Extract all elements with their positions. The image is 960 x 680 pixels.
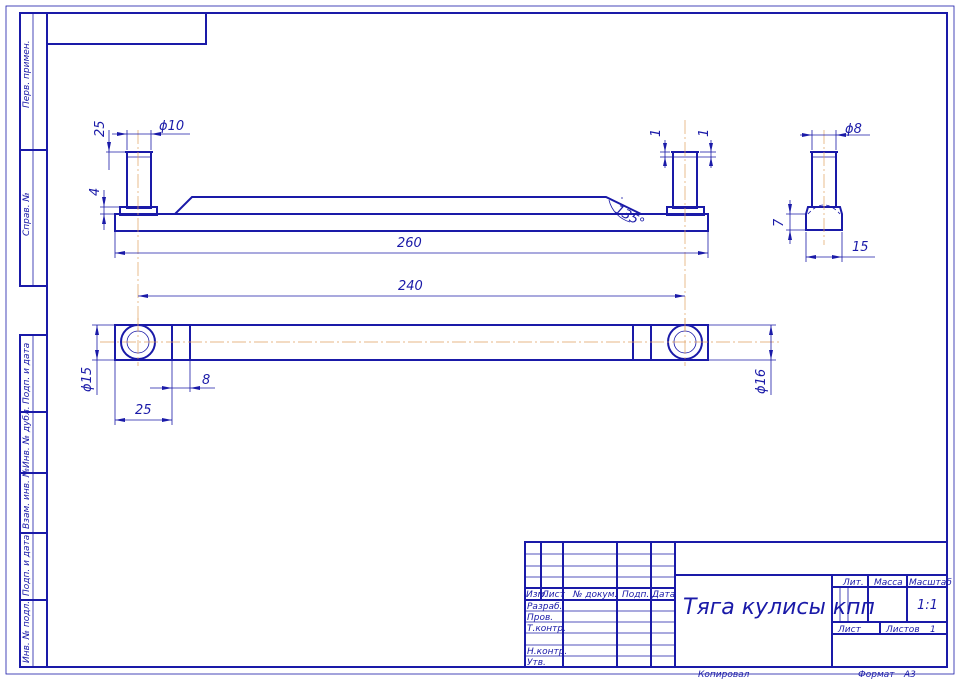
tb-role-nkontr: Н.контр. bbox=[527, 647, 567, 657]
front-dimensions bbox=[100, 130, 716, 298]
tb-header-list: Лист bbox=[541, 590, 566, 600]
side-label-vzam-inv: Взам. инв. № bbox=[22, 468, 32, 529]
dim-base-height: 4 bbox=[88, 188, 103, 196]
tb-header-doc-no: № докум. bbox=[572, 590, 617, 600]
front-view bbox=[114, 120, 709, 330]
side-label-inv-dubl: Инв. № дубл. bbox=[22, 406, 32, 468]
left-side-column bbox=[19, 12, 48, 668]
dim-boss-width: 8 bbox=[202, 373, 210, 388]
tb-copied: Копировал bbox=[698, 670, 750, 680]
dim-center-distance: 240 bbox=[398, 279, 423, 294]
top-left-box bbox=[46, 12, 207, 45]
tb-header-podp: Подп. bbox=[622, 590, 649, 600]
side-label-sprav-no: Справ. № bbox=[22, 192, 32, 236]
title-block bbox=[524, 541, 948, 668]
side-label-podp-data-1: Подп. и дата bbox=[22, 343, 32, 404]
drawing-title: Тяга кулисы кпп bbox=[683, 595, 875, 620]
side-view bbox=[805, 130, 843, 245]
dim-end-pin-diameter: ϕ8 bbox=[845, 122, 862, 137]
dim-boss-length: 25 bbox=[135, 403, 152, 418]
tb-format: Формат bbox=[858, 670, 895, 680]
dim-angle: 135° bbox=[612, 202, 647, 231]
tb-role-razrab: Разраб. bbox=[527, 602, 562, 612]
side-dimensions bbox=[786, 130, 875, 262]
tb-scale-value: 1:1 bbox=[917, 598, 938, 613]
dim-hole-diameter-left: ϕ15 bbox=[80, 367, 95, 392]
tb-sheets-count: 1 bbox=[930, 625, 936, 635]
tb-role-utv: Утв. bbox=[527, 658, 546, 668]
tb-sheets: Листов bbox=[885, 625, 920, 635]
dim-hole-diameter-right: ϕ16 bbox=[754, 369, 769, 394]
tb-format-value: А3 bbox=[903, 670, 916, 680]
dim-pin-diameter: ϕ10 bbox=[159, 119, 184, 134]
tb-sheet: Лист bbox=[837, 625, 862, 635]
inner-frame bbox=[46, 12, 948, 668]
outer-border bbox=[5, 5, 955, 675]
dim-chamfer-2: 1 bbox=[697, 129, 712, 137]
dim-chamfer-1: 1 bbox=[649, 129, 664, 137]
tb-massa: Масса bbox=[874, 578, 903, 588]
dim-pin-height: 25 bbox=[93, 120, 108, 137]
dim-end-width: 15 bbox=[852, 240, 869, 255]
tb-role-tkontr: Т.контр. bbox=[527, 624, 566, 634]
tb-role-prov: Пров. bbox=[527, 613, 553, 623]
side-label-podp-data-2: Подп. и дата bbox=[22, 535, 32, 596]
side-label-inv-podl: Инв. № подл. bbox=[22, 601, 32, 663]
tb-lit: Лит. bbox=[842, 578, 864, 588]
tb-header-data: Дата bbox=[651, 590, 675, 600]
tb-masshtab: Масштаб bbox=[909, 578, 952, 588]
dim-end-height: 7 bbox=[772, 218, 787, 227]
top-view bbox=[100, 318, 780, 366]
top-dimensions bbox=[92, 324, 776, 425]
side-label-perv-primen: Перв. примен. bbox=[22, 40, 32, 108]
tb-header-izm: Изм. bbox=[526, 590, 547, 600]
dim-overall-length: 260 bbox=[397, 236, 422, 251]
